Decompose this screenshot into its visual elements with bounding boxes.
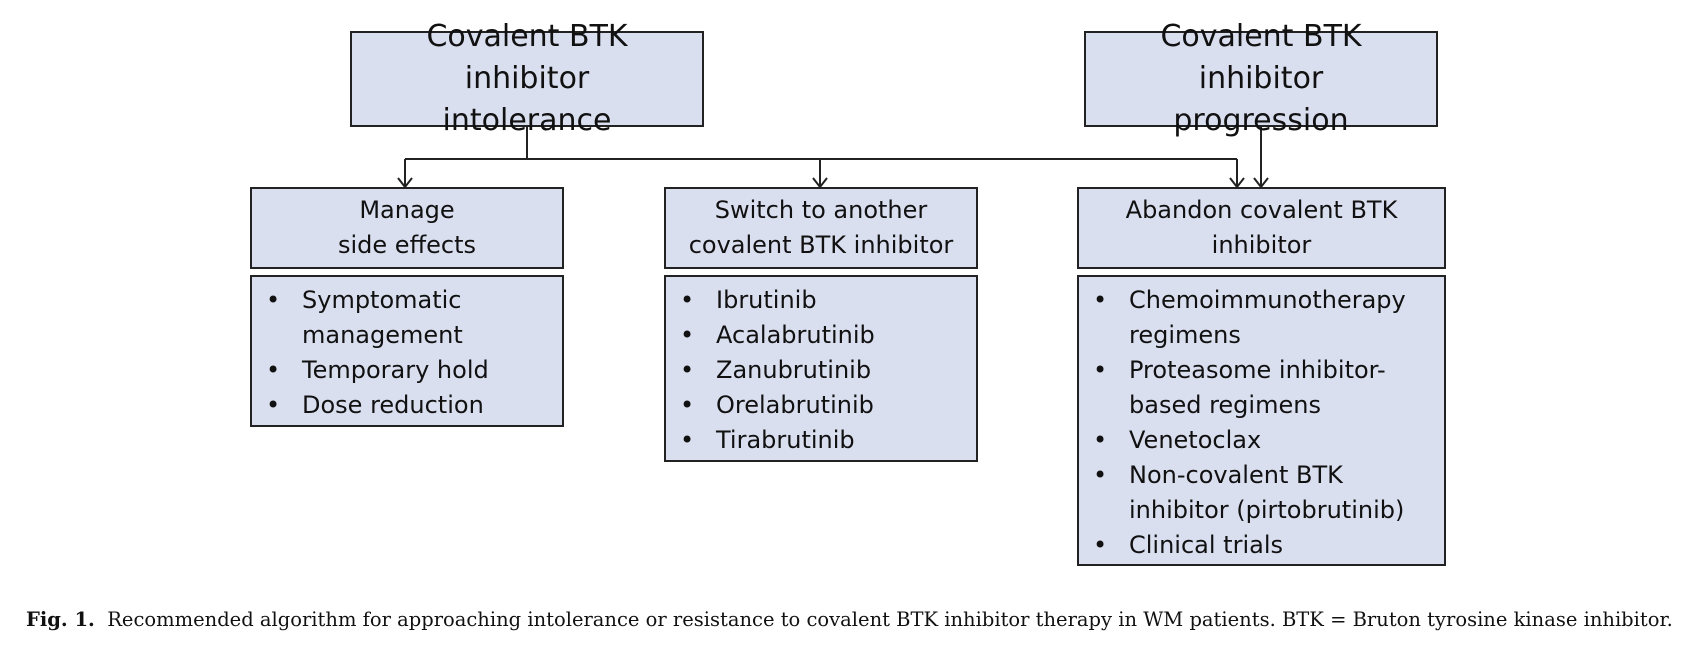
bullet: • bbox=[266, 356, 281, 384]
abandon-options-list: • Chemoimmunotherapy regimens • Proteaso… bbox=[1077, 275, 1446, 566]
bullet: • bbox=[1093, 426, 1108, 454]
progression-title-line2: progression bbox=[1173, 103, 1349, 138]
manage-options-list: • Symptomatic management • Temporary hol… bbox=[250, 275, 564, 427]
list-item-text: Ibrutinib bbox=[716, 286, 817, 314]
list-item: • Chemoimmunotherapy regimens bbox=[1087, 283, 1434, 353]
bullet: • bbox=[680, 286, 695, 314]
intolerance-box: Covalent BTK inhibitor intolerance bbox=[350, 19, 704, 138]
abandon-header-line1: Abandon covalent BTK bbox=[1125, 196, 1398, 224]
switch-options-list: • Ibrutinib • Acalabrutinib • Zanubrutin… bbox=[664, 275, 978, 462]
intolerance-title-line1: Covalent BTK inhibitor bbox=[426, 19, 628, 96]
manage-side-effects-box: Manage side effects bbox=[250, 187, 564, 269]
list-item: • Dose reduction bbox=[260, 388, 552, 423]
bullet: • bbox=[1093, 286, 1108, 314]
list-item-text: Orelabrutinib bbox=[716, 391, 874, 419]
list-item-text: Acalabrutinib bbox=[716, 321, 875, 349]
list-item: • Zanubrutinib bbox=[674, 353, 966, 388]
list-item-text: management bbox=[302, 321, 463, 349]
arrowhead-manage bbox=[397, 177, 413, 189]
list-item-text: inhibitor (pirtobrutinib) bbox=[1129, 496, 1405, 524]
arrowhead-abandon-right bbox=[1253, 177, 1269, 189]
list-item-text: Chemoimmunotherapy bbox=[1129, 286, 1406, 314]
bullet: • bbox=[680, 426, 695, 454]
list-item-text: regimens bbox=[1129, 321, 1241, 349]
switch-header-line1: Switch to another bbox=[714, 196, 928, 224]
figure-caption-text: Recommended algorithm for approaching in… bbox=[107, 608, 1673, 631]
list-item-text: Symptomatic bbox=[302, 286, 462, 314]
arrowhead-abandon-left bbox=[1229, 177, 1245, 189]
bullet: • bbox=[266, 391, 281, 419]
abandon-header-line2: inhibitor bbox=[1211, 231, 1312, 259]
list-item-text: Clinical trials bbox=[1129, 531, 1283, 559]
list-item: • Temporary hold bbox=[260, 353, 552, 388]
list-item: • Non-covalent BTK inhibitor (pirtobruti… bbox=[1087, 458, 1434, 528]
list-item-text: Tirabrutinib bbox=[716, 426, 855, 454]
list-item-text: Venetoclax bbox=[1129, 426, 1262, 454]
list-item: • Proteasome inhibitor- based regimens bbox=[1087, 353, 1434, 423]
list-item: • Orelabrutinib bbox=[674, 388, 966, 423]
manage-header-line1: Manage bbox=[359, 196, 455, 224]
switch-inhibitor-box: Switch to another covalent BTK inhibitor bbox=[664, 187, 978, 269]
abandon-inhibitor-box: Abandon covalent BTK inhibitor bbox=[1077, 187, 1446, 269]
figure-caption: Fig. 1. Recommended algorithm for approa… bbox=[26, 603, 1676, 637]
list-item: • Acalabrutinib bbox=[674, 318, 966, 353]
list-item-text: Zanubrutinib bbox=[716, 356, 872, 384]
progression-box: Covalent BTK inhibitor progression bbox=[1084, 19, 1438, 138]
list-item: • Clinical trials bbox=[1087, 528, 1434, 563]
list-item-text: Non-covalent BTK bbox=[1129, 461, 1343, 489]
bullet: • bbox=[1093, 356, 1108, 384]
bullet: • bbox=[266, 286, 281, 314]
figure-label: Fig. 1. bbox=[26, 608, 95, 631]
bullet: • bbox=[1093, 461, 1108, 489]
manage-header-line2: side effects bbox=[338, 231, 476, 259]
list-item: • Ibrutinib bbox=[674, 283, 966, 318]
list-item: • Venetoclax bbox=[1087, 423, 1434, 458]
list-item: • Symptomatic management bbox=[260, 283, 552, 353]
bullet: • bbox=[680, 356, 695, 384]
list-item-text: Proteasome inhibitor- bbox=[1129, 356, 1386, 384]
switch-header-line2: covalent BTK inhibitor bbox=[688, 231, 954, 259]
list-item-text: based regimens bbox=[1129, 391, 1321, 419]
progression-title-line1: Covalent BTK inhibitor bbox=[1160, 19, 1362, 96]
bullet: • bbox=[680, 391, 695, 419]
arrowhead-switch bbox=[812, 177, 828, 189]
list-item: • Tirabrutinib bbox=[674, 423, 966, 458]
list-item-text: Temporary hold bbox=[302, 356, 489, 384]
bullet: • bbox=[680, 321, 695, 349]
intolerance-title-line2: intolerance bbox=[442, 103, 612, 138]
bullet: • bbox=[1093, 531, 1108, 559]
list-item-text: Dose reduction bbox=[302, 391, 484, 419]
